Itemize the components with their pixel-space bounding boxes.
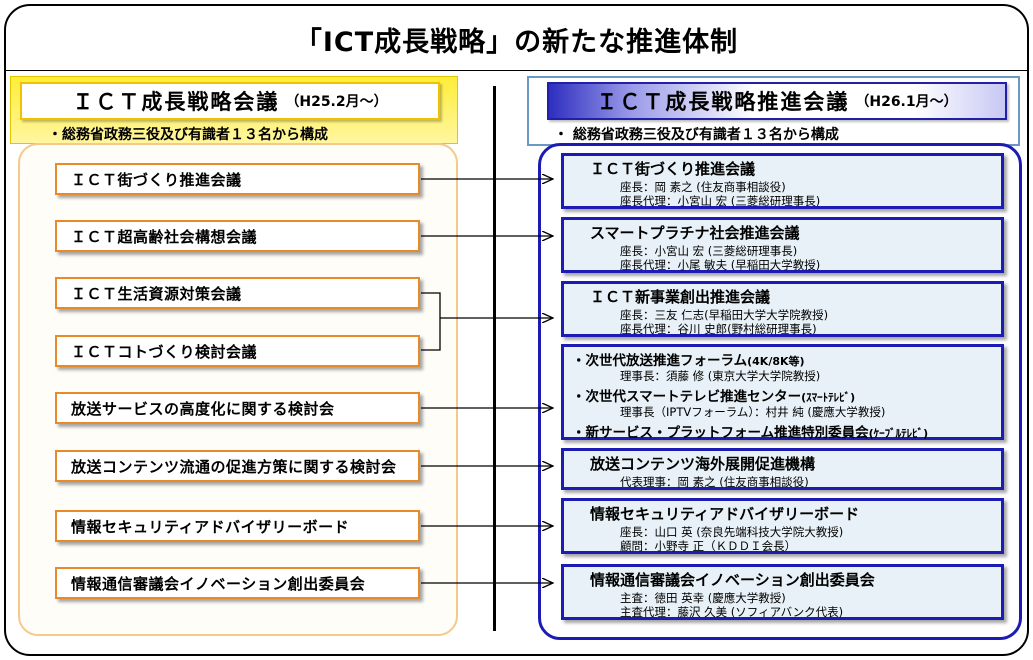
right-box-line: 座長：山口 英 (奈良先端科技大学院大教授) xyxy=(620,525,844,539)
smart-tv-center-tag: (ｽﾏｰﾄﾃﾚﾋﾞ) xyxy=(801,391,856,404)
right-box-line: 主査：徳田 英幸 (慶應大学教授) xyxy=(620,591,786,605)
left-header-subtitle: ・総務省政務三役及び有識者１３名から構成 xyxy=(48,127,328,143)
center-divider xyxy=(493,86,496,631)
new-service-committee-name: ・新サービス・プラットフォーム推進特別委員会 xyxy=(572,425,869,441)
left-header-box: ＩＣＴ成長戦略会議 （H25.2月～） xyxy=(20,82,440,120)
right-box-innovation: 情報通信審議会イノベーション創出委員会 主査：徳田 英幸 (慶應大学教授) 主査… xyxy=(561,564,1004,620)
left-item-innovation: 情報通信審議会イノベーション創出委員会 xyxy=(55,567,420,599)
left-item-machizukuri: ＩＣＴ街づくり推進会議 xyxy=(55,163,420,195)
right-header-box: ＩＣＴ成長戦略推進会議 （H26.1月～） xyxy=(547,82,1007,120)
left-item-security: 情報セキュリティアドバイザリーボード xyxy=(55,510,420,542)
right-header-date: （H26.1月～） xyxy=(855,94,958,110)
outer-frame xyxy=(4,4,1029,656)
bracket-seikatsu-kotozukuri xyxy=(421,292,441,351)
right-box-security: 情報セキュリティアドバイザリーボード 座長：山口 英 (奈良先端科技大学院大教授… xyxy=(561,498,1004,554)
right-box-machizukuri: ＩＣＴ街づくり推進会議 座長：岡 素之 (住友商事相談役) 座長代理：小宮山 宏… xyxy=(561,153,1004,209)
right-box-contents-kaigai: 放送コンテンツ海外展開促進機構 代表理事：岡 素之 (住友商事相談役) xyxy=(561,448,1004,490)
left-header-date: （H25.2月～） xyxy=(285,94,388,110)
broadcast-forum-line: 理事長：須藤 修 (東京大学大学院教授) xyxy=(620,369,821,383)
right-box-shinjigyou: ＩＣＴ新事業創出推進会議 座長：三友 仁志(早稲田大学大学院教授) 座長代理：谷… xyxy=(561,281,1004,337)
right-box-line: 座長代理：谷川 史郎(野村総研理事長) xyxy=(620,322,817,336)
right-box-title: ＩＣＴ街づくり推進会議 xyxy=(590,160,756,178)
right-box-line: 座長代理：小尾 敏夫 (早稲田大学教授) xyxy=(620,258,821,272)
broadcast-forum: ・次世代放送推進フォーラム(4K/8K等) xyxy=(572,349,805,369)
right-box-line: 代表理事：岡 素之 (住友商事相談役) xyxy=(620,475,809,489)
smart-tv-center: ・次世代スマートテレビ推進センター(ｽﾏｰﾄﾃﾚﾋﾞ) xyxy=(572,385,855,405)
right-box-line: 座長代理：小宮山 宏 (三菱総研理事長) xyxy=(620,194,821,208)
left-item-seikatsu-shigen: ＩＣＴ生活資源対策会議 xyxy=(55,277,420,309)
broadcast-forum-name: ・次世代放送推進フォーラム xyxy=(572,353,748,369)
new-service-committee-tag: (ｹｰﾌﾞﾙﾃﾚﾋﾞ) xyxy=(868,427,929,440)
new-service-committee: ・新サービス・プラットフォーム推進特別委員会(ｹｰﾌﾞﾙﾃﾚﾋﾞ) xyxy=(572,421,928,441)
right-box-line: 座長：小宮山 宏 (三菱総研理事長) xyxy=(620,244,798,258)
broadcast-forum-tag: (4K/8K等) xyxy=(747,355,805,368)
smart-tv-center-line: 理事長（IPTVフォーラム）：村井 純 (慶應大学教授) xyxy=(620,405,886,419)
right-box-line: 顧問：小野寺 正（ＫＤＤＩ会長） xyxy=(620,539,797,553)
left-item-housou-service: 放送サービスの高度化に関する検討会 xyxy=(55,392,420,424)
smart-tv-center-name: ・次世代スマートテレビ推進センター xyxy=(572,389,802,405)
left-item-kotozukuri: ＩＣＴコトづくり検討会議 xyxy=(55,335,420,367)
right-box-broadcast: ・次世代放送推進フォーラム(4K/8K等) 理事長：須藤 修 (東京大学大学院教… xyxy=(561,344,1004,441)
right-box-title: 情報通信審議会イノベーション創出委員会 xyxy=(590,571,875,589)
right-box-smart-platinum: スマートプラチナ社会推進会議 座長：小宮山 宏 (三菱総研理事長) 座長代理：小… xyxy=(561,217,1004,273)
right-box-line: 座長：三友 仁志(早稲田大学大学院教授) xyxy=(620,308,829,322)
left-header-title: ＩＣＴ成長戦略会議 xyxy=(72,90,280,114)
right-box-line: 主査代理：藤沢 久美 (ソフィアバンク代表) xyxy=(620,605,844,619)
left-item-housou-contents: 放送コンテンツ流通の促進方策に関する検討会 xyxy=(55,450,420,482)
right-header-subtitle: ・ 総務省政務三役及び有識者１３名から構成 xyxy=(554,127,839,143)
right-box-title: ＩＣＴ新事業創出推進会議 xyxy=(590,288,771,306)
right-box-title: 放送コンテンツ海外展開促進機構 xyxy=(590,455,816,473)
right-box-title: スマートプラチナ社会推進会議 xyxy=(590,224,800,242)
title-divider xyxy=(6,70,1027,71)
right-box-title: 情報セキュリティアドバイザリーボード xyxy=(590,505,860,523)
left-item-choukoureisha: ＩＣＴ超高齢社会構想会議 xyxy=(55,220,420,252)
right-header-title: ＩＣＴ成長戦略推進会議 xyxy=(596,90,850,114)
right-box-line: 座長：岡 素之 (住友商事相談役) xyxy=(620,180,786,194)
page-title: 「ICT成長戦略」の新たな推進体制 xyxy=(294,27,739,58)
